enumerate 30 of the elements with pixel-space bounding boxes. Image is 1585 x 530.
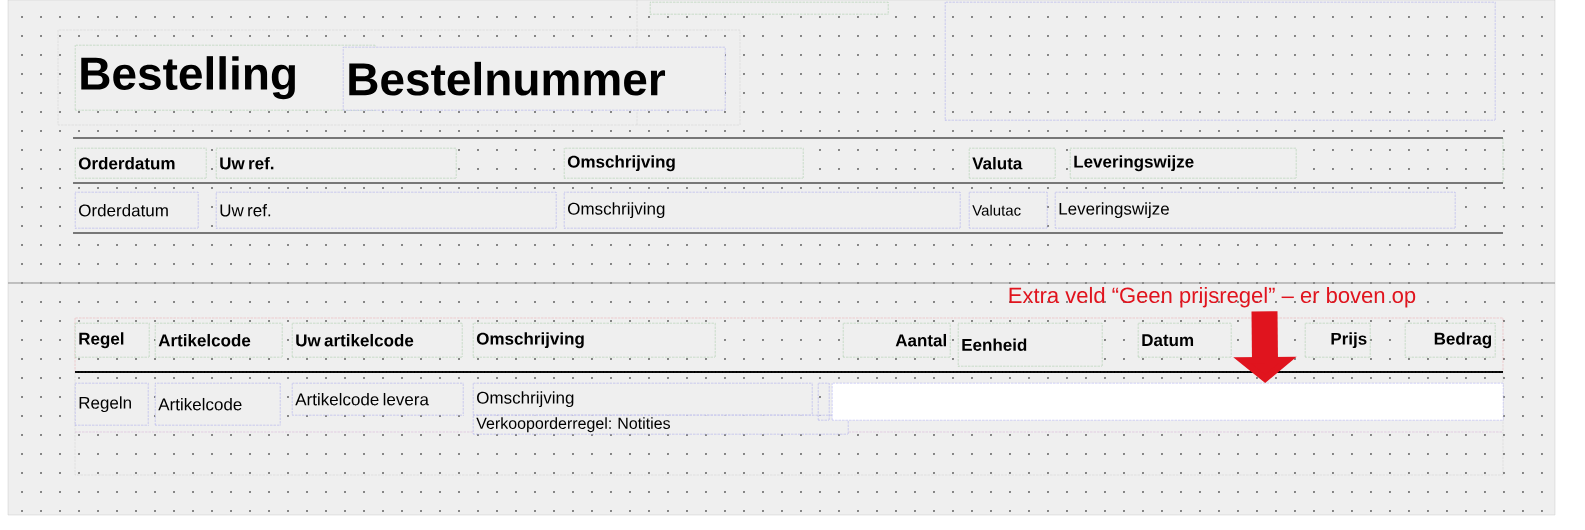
data-field: Uw ref. [216, 192, 557, 229]
column-header-field: Uw ref. [216, 148, 457, 179]
column-header-field: Valuta [969, 148, 1056, 179]
empty-field [818, 383, 830, 421]
empty-field [945, 2, 1496, 121]
column-header-field: Uw artikelcode [292, 323, 463, 358]
data-field: Orderdatum [75, 192, 199, 229]
data-field: Omschrijving [473, 383, 813, 416]
data-field: Artikelcode levera [292, 383, 464, 416]
column-header-field: Regel [75, 323, 150, 358]
data-field: Leveringswijze [1055, 192, 1456, 229]
column-header-field: Eenheid [958, 323, 1103, 367]
empty-field [650, 2, 889, 15]
data-field: Valutac [969, 192, 1048, 229]
blank-field [832, 383, 1504, 421]
title-field: Bestelnummer [343, 47, 726, 111]
column-header-field: Leveringswijze [1070, 148, 1297, 179]
column-header-field: Datum [1138, 323, 1232, 358]
data-field: Omschrijving [564, 192, 961, 229]
annotation-text: Extra veld “Geen prijsregel” – er boven op [1009, 286, 1416, 308]
data-field: Artikelcode [155, 383, 281, 426]
column-header-field: Bedrag [1405, 323, 1496, 358]
column-header-field: Omschrijving [473, 323, 716, 358]
data-field: Verkooporderregel: Notities [473, 415, 849, 435]
column-header-field: Omschrijving [564, 148, 804, 179]
column-header-field: Orderdatum [75, 148, 207, 179]
column-header-field: Aantal [843, 323, 951, 358]
column-header-field: Artikelcode [155, 323, 283, 358]
data-field: Regeln [75, 383, 149, 426]
column-header-field: Prijs [1305, 323, 1371, 358]
